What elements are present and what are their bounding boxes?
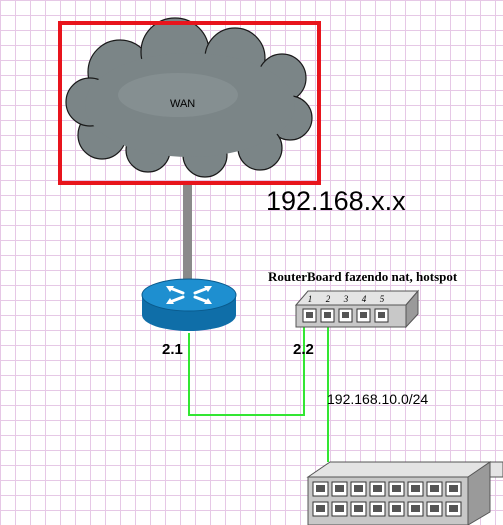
router-icon	[141, 278, 237, 331]
routerboard-icon: 1 2 3 4 5	[294, 289, 420, 329]
routerboard-ip-label: 2.2	[293, 341, 314, 358]
router-ip-label: 2.1	[162, 341, 183, 358]
port-label: 4	[362, 294, 367, 304]
switch-port-jack	[373, 505, 382, 512]
switch-port-jack	[392, 485, 401, 492]
routerboard-caption: RouterBoard fazendo nat, hotspot	[268, 269, 458, 284]
switch-port-jack	[411, 485, 420, 492]
wan-highlight-box	[58, 21, 321, 185]
switch-port-jack	[392, 505, 401, 512]
port-label: 1	[308, 294, 313, 304]
switch-port-jack	[316, 485, 325, 492]
lan-subnet-label: 192.168.10.0/24	[327, 391, 429, 407]
switch-port-jack	[373, 485, 382, 492]
port-label: 3	[343, 294, 349, 304]
wan-subnet-label: 192.168.x.x	[266, 186, 406, 216]
switch-port-jack	[354, 505, 363, 512]
switch-port-jack	[354, 485, 363, 492]
wan-uplink	[183, 182, 192, 288]
port-label: 2	[326, 294, 331, 304]
port-label: 5	[380, 294, 385, 304]
switch-port-jack	[411, 505, 420, 512]
switch-port-jack	[335, 485, 344, 492]
switch-port-jack	[316, 505, 325, 512]
switch-port-jack	[449, 485, 458, 492]
router-to-routerboard-link	[188, 324, 305, 416]
switch-port-jack	[335, 505, 344, 512]
wan-cloud	[65, 17, 313, 178]
switch-port-jack	[430, 505, 439, 512]
switch-port-jack	[430, 485, 439, 492]
switch-port-grid	[312, 481, 462, 517]
switch-port-jack	[449, 505, 458, 512]
switch-icon	[306, 461, 503, 525]
wan-label: WAN	[170, 98, 196, 110]
